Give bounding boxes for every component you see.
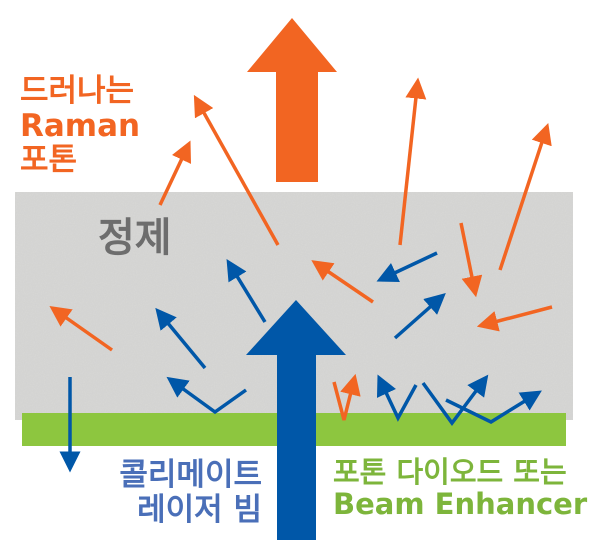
big-laser-arrow — [246, 300, 346, 540]
raman-arrow — [158, 140, 192, 206]
laser-label-line: 레이저 빔 — [137, 491, 262, 528]
laser-arrow — [155, 307, 207, 370]
raman-arrow — [476, 305, 553, 332]
laser-arrow — [393, 293, 446, 340]
scattered-laser-arrows — [59, 251, 542, 473]
raman-label-line: Raman — [20, 107, 141, 144]
big-raman-arrow — [247, 18, 337, 182]
laser-arrow — [445, 390, 542, 424]
detector-label-line: Beam Enhancer — [333, 487, 588, 522]
sample-label: 정제 — [98, 215, 172, 261]
laser-arrow — [166, 376, 248, 415]
laser-label: 콜리메이트 레이저 빔 — [119, 458, 262, 527]
laser-arrow — [376, 251, 438, 283]
raman-arrow — [49, 305, 114, 352]
scattered-raman-arrows — [49, 77, 553, 421]
raman-arrow — [498, 123, 552, 271]
raman-label-line: 드러나는 — [20, 73, 135, 109]
detector-label-line: 포톤 다이오드 또는 — [333, 455, 567, 489]
raman-label-line: 포톤 — [20, 142, 78, 179]
raman-photons-label: 드러나는 Raman 포톤 — [20, 74, 140, 178]
raman-arrow — [311, 260, 374, 304]
raman-arrow — [398, 77, 427, 246]
laser-arrow — [421, 374, 489, 426]
detector-label: 포톤 다이오드 또는 Beam Enhancer — [333, 456, 587, 521]
raman-arrow — [332, 373, 361, 421]
raman-arrow — [193, 94, 280, 246]
laser-label-line: 콜리메이트 — [119, 457, 262, 493]
laser-arrow — [376, 374, 418, 422]
raman-arrow — [459, 222, 483, 298]
laser-arrow — [226, 259, 267, 323]
